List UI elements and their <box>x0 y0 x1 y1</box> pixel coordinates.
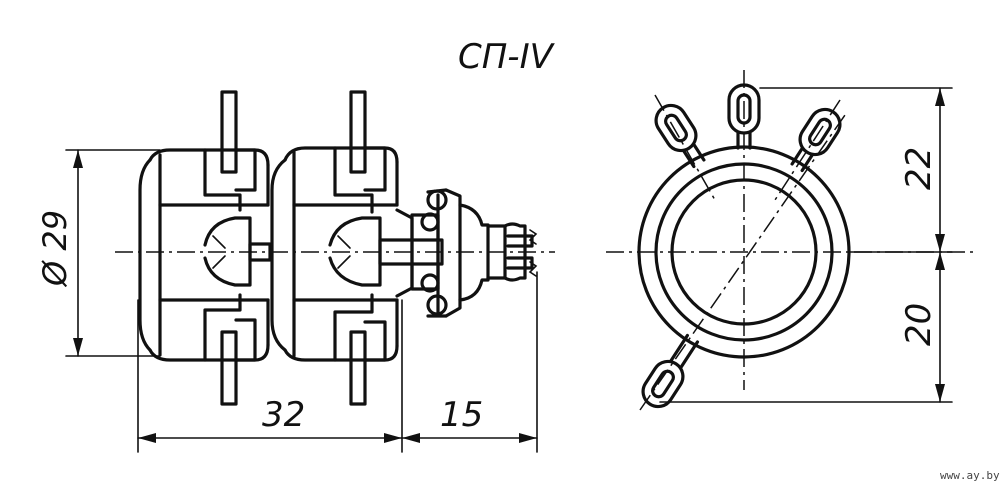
lug-top-center <box>727 83 761 150</box>
lug-bottom-left <box>641 333 700 409</box>
bushing-nut <box>378 188 462 318</box>
body-length-label: 32 <box>262 395 305 435</box>
bottom-height-label: 20 <box>899 303 939 346</box>
drawing-title: СП-IV <box>458 37 556 77</box>
top-height-label: 22 <box>899 147 939 190</box>
lug-top-left <box>654 103 706 169</box>
length-dimensions <box>137 271 538 453</box>
diameter-dimension <box>65 149 161 357</box>
height-dimensions <box>659 87 953 403</box>
diameter-label: Ø 29 <box>36 210 74 288</box>
watermark: www.ay.by <box>940 469 1000 482</box>
shaft <box>458 203 538 302</box>
shaft-length-label: 15 <box>440 395 483 435</box>
section-2-body <box>270 90 399 406</box>
section-1-body <box>138 90 270 406</box>
front-view: 22 20 <box>606 70 978 411</box>
side-view: Ø 29 32 15 <box>36 90 555 453</box>
lug-top-right <box>790 107 842 173</box>
